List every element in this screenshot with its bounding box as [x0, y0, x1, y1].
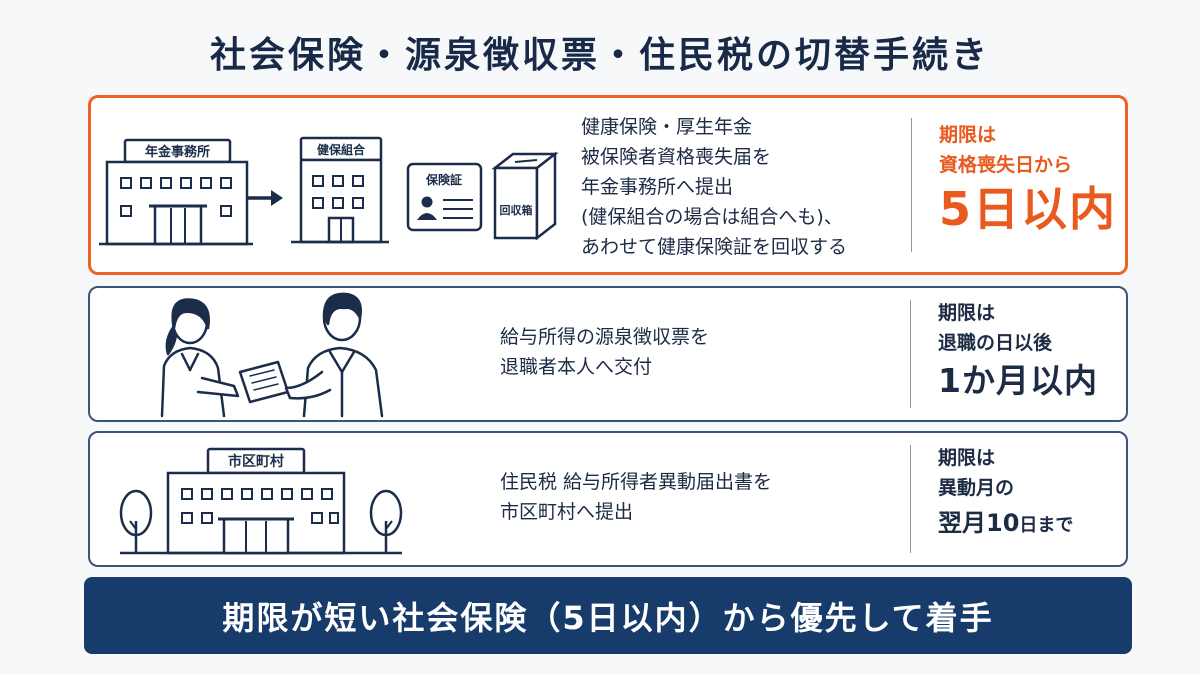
step-description: 住民税 給与所得者異動届出書を 市区町村へ提出	[500, 467, 772, 527]
description-line: (健保組合の場合は組合へも)、	[581, 206, 843, 228]
insurance-card-label: 保険証	[425, 172, 462, 187]
description-line: 健康保険・厚生年金	[581, 116, 753, 138]
collection-box-label: 回収箱	[500, 203, 533, 217]
deadline-resident-tax: 期限は 異動月の 翌月10日まで	[938, 443, 1073, 546]
divider	[910, 445, 911, 553]
deadline-lead: 期限は	[938, 447, 996, 469]
deadline-condition: 退職の日以後	[938, 332, 1053, 354]
divider	[910, 300, 911, 408]
step-card-withholding-slip: 給与所得の源泉徴収票を 退職者本人へ交付 期限は 退職の日以後 1か月以内	[88, 286, 1128, 422]
city-office-label: 市区町村	[228, 453, 284, 470]
description-line: 退職者本人へ交付	[500, 356, 653, 378]
collection-box-icon	[491, 151, 559, 241]
city-hall-icon	[120, 447, 402, 555]
handover-illustration	[160, 292, 384, 418]
tree-icon	[119, 489, 153, 553]
deadline-value: 1か月以内	[938, 361, 1098, 400]
arrow-right-icon	[248, 190, 283, 206]
deadline-value-suffix: 日まで	[1019, 515, 1074, 536]
deadline-withholding-slip: 期限は 退職の日以後 1か月以内	[938, 298, 1098, 404]
step-description: 健康保険・厚生年金 被保険者資格喪失届を 年金事務所へ提出 (健保組合の場合は組…	[581, 112, 847, 262]
deadline-value: 5日以内	[939, 182, 1118, 236]
page-title: 社会保険・源泉徴収票・住民税の切替手続き	[209, 35, 990, 76]
health-union-building-icon	[291, 136, 389, 244]
health-union-label: 健保組合	[317, 142, 366, 157]
tree-icon	[369, 489, 403, 553]
id-card-icon	[406, 162, 483, 232]
deadline-condition: 資格喪失日から	[939, 154, 1073, 176]
pension-office-label: 年金事務所	[145, 144, 210, 160]
divider	[911, 118, 912, 252]
description-line: 年金事務所へ提出	[581, 176, 734, 198]
social-insurance-illustration: 年金事務所 健保組合 保険証	[99, 136, 559, 246]
description-line: 住民税 給与所得者異動届出書を	[500, 471, 773, 493]
deadline-condition: 異動月の	[938, 477, 1015, 499]
city-hall-illustration: 市区町村	[119, 447, 403, 555]
description-line: 市区町村へ提出	[500, 501, 634, 523]
priority-banner: 期限が短い社会保険（5日以内）から優先して着手	[84, 577, 1132, 654]
pension-office-building-icon	[99, 138, 253, 246]
deadline-social-insurance: 期限は 資格喪失日から 5日以内	[939, 120, 1117, 238]
deadline-lead: 期限は	[939, 124, 997, 146]
deadline-lead: 期限は	[938, 302, 996, 324]
step-description: 給与所得の源泉徴収票を 退職者本人へ交付	[500, 322, 709, 382]
step-card-social-insurance: 年金事務所 健保組合 保険証	[88, 95, 1128, 275]
description-line: 被保険者資格喪失届を	[581, 146, 772, 168]
description-line: あわせて健康保険証を回収する	[581, 236, 848, 258]
step-card-resident-tax: 市区町村 住民税 給与所得者異動届出書を 市区町村へ提出 期限は 異動月の 翌月…	[88, 431, 1128, 567]
deadline-value-number: 翌月10	[938, 509, 1020, 537]
description-line: 給与所得の源泉徴収票を	[500, 326, 710, 348]
deadline-value: 翌月10日まで	[938, 503, 1073, 546]
